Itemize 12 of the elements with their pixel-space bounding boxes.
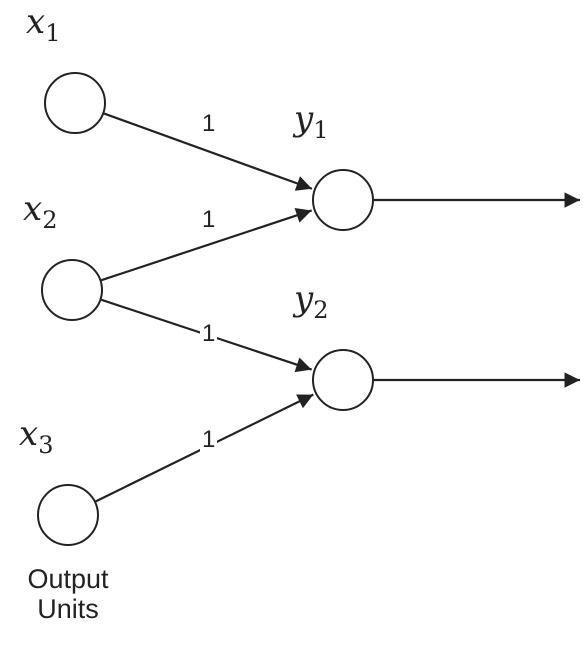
unit-label: x$_{3}$ [19, 414, 54, 459]
caption-text: Output Units [26, 565, 110, 624]
arrow [374, 372, 580, 388]
unit-label: x$_{1}$ [26, 2, 62, 47]
arrow [95, 394, 314, 502]
weight-label: 1 [200, 428, 218, 452]
arrow [101, 298, 312, 372]
unit-label: y$_{2}$ [294, 279, 330, 324]
arrow [101, 208, 312, 282]
arrow [104, 112, 312, 191]
unit-label: x$_{2}$ [23, 189, 58, 234]
unit-label: y$_{1}$ [294, 99, 330, 144]
